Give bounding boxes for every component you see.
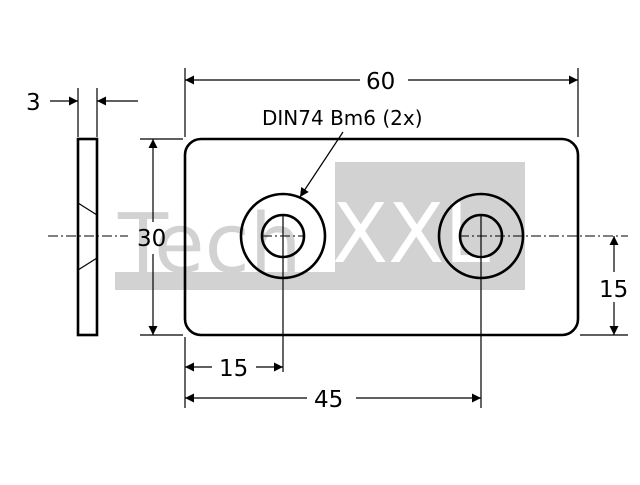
side-view: 3 <box>26 88 138 337</box>
width-dimension: 60 <box>184 68 579 137</box>
callout-leader <box>299 131 344 198</box>
front-view <box>183 137 628 408</box>
callout: DIN74 Bm6 (2x) <box>262 106 423 198</box>
dimension-height: 30 <box>137 226 166 252</box>
plate-outline <box>183 137 580 337</box>
dimension-thickness: 3 <box>26 90 41 116</box>
dimension-hole-spacing: 45 <box>314 387 343 413</box>
watermark: Tech XXL <box>115 162 525 292</box>
side-hidden-line <box>77 202 98 216</box>
side-hidden-line <box>77 257 98 271</box>
callout-label: DIN74 Bm6 (2x) <box>262 106 423 130</box>
dimension-hole-vertical: 15 <box>599 277 628 303</box>
hole-offset-dimension: 15 <box>184 337 283 408</box>
hole-spacing-dimension: 45 <box>185 387 481 413</box>
height-dimension: 30 <box>137 138 183 336</box>
watermark-bar <box>115 272 335 290</box>
dimension-width: 60 <box>366 69 395 95</box>
watermark-text-right: XXL <box>332 187 490 282</box>
hole-vertical-dimension: 15 <box>580 236 628 336</box>
watermark-block <box>335 162 525 290</box>
dimension-hole-offset: 15 <box>219 356 248 382</box>
side-view-outline <box>76 137 99 337</box>
